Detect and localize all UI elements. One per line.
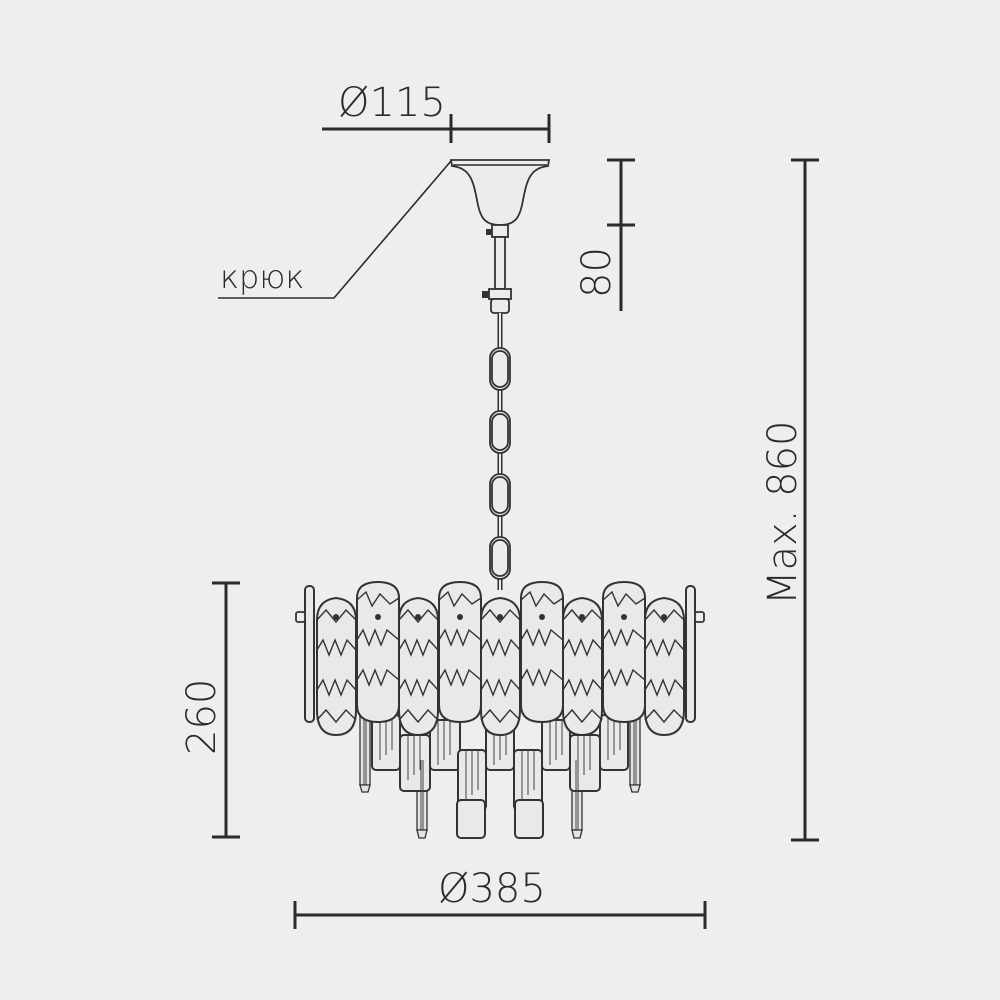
canopy-height-label: 80 [574,247,620,298]
chain [489,313,511,590]
canopy [449,159,551,314]
max-height-dimension: Max. 860 [760,158,819,842]
body-diameter-label: Ø385 [438,866,546,912]
hook-callout: крюк [218,160,452,299]
hook-label: крюк [220,258,304,296]
canopy-diameter-dimension: Ø115 [322,80,551,143]
crystal-panels [295,580,705,737]
max-height-label: Max. 860 [760,421,806,605]
body-diameter-dimension: Ø385 [293,866,707,929]
canopy-height-dimension: 80 [574,158,635,311]
canopy-diameter-label: Ø115 [338,80,446,126]
body-height-dimension: 260 [179,581,240,839]
body-height-label: 260 [179,679,225,755]
